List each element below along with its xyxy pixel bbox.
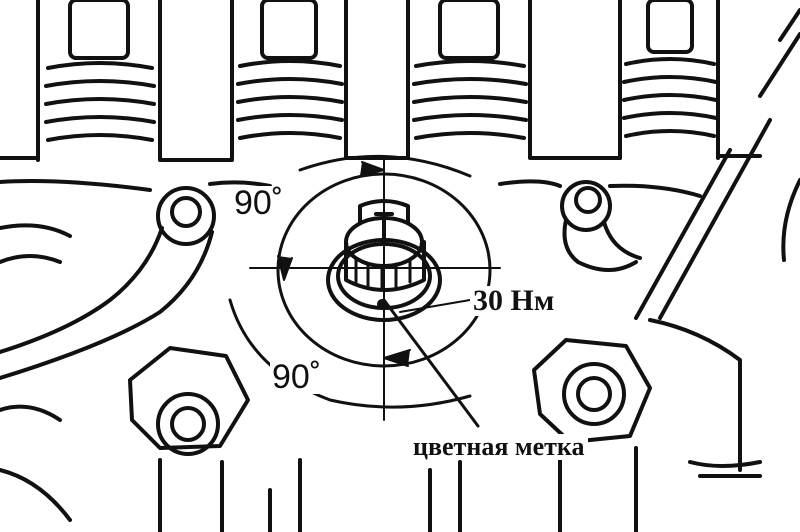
- color-mark-leader: [382, 298, 480, 428]
- right-stud: [560, 180, 642, 272]
- valve-spring-1: [36, 0, 162, 162]
- lower-casting: [0, 404, 762, 532]
- valve-spring-4: [618, 0, 720, 160]
- valve-spring-3: [406, 0, 532, 160]
- arrow-left-icon: [277, 255, 293, 281]
- torque-label: 30 Нм: [470, 286, 558, 316]
- angle-label-top: 90˚: [232, 184, 286, 222]
- arrow-bottom-icon: [383, 349, 411, 367]
- arrow-top-icon: [359, 161, 385, 177]
- lower-right-nut: [532, 338, 652, 532]
- color-mark-label: цветная метка: [410, 434, 588, 460]
- valve-spring-2: [230, 0, 348, 160]
- head-deck: [0, 154, 762, 264]
- lower-left-nut: [128, 346, 250, 532]
- angle-label-bottom: 90˚: [270, 358, 324, 396]
- rocker-rails: [634, 8, 800, 472]
- left-stud: [0, 186, 216, 380]
- torque-leader: [399, 299, 471, 313]
